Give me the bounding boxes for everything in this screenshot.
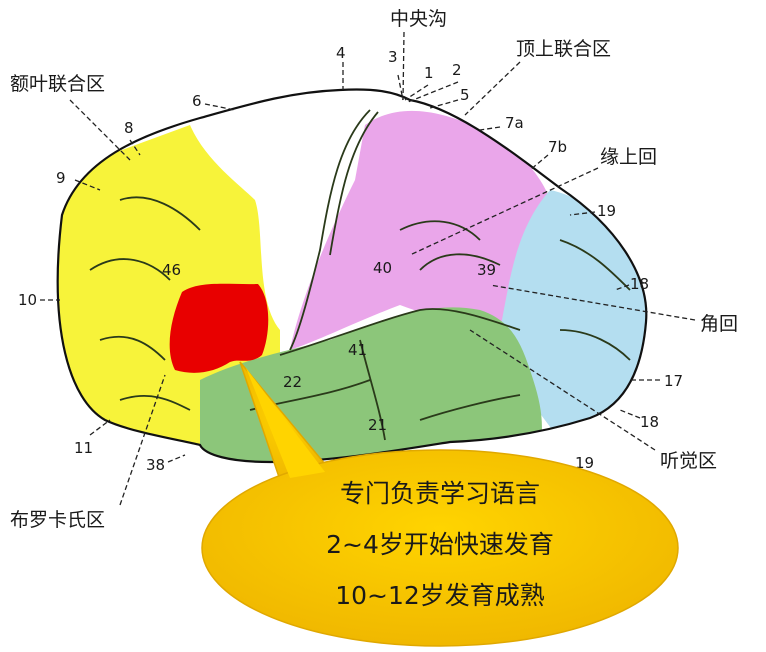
area-41: 41 <box>348 341 367 359</box>
label-central-sulcus: 中央沟 <box>390 8 447 30</box>
callout-bubble: 专门负责学习语言 2~4岁开始快速发育 10~12岁发育成熟 <box>201 361 679 647</box>
area-10: 10 <box>18 291 37 309</box>
brain-outline <box>56 88 648 464</box>
occipital-region <box>500 190 647 440</box>
label-broca: 布罗卡氏区 <box>10 509 105 531</box>
area-8: 8 <box>124 119 134 137</box>
area-21: 21 <box>368 416 387 434</box>
parietal-region <box>290 110 550 350</box>
area-19-top: 19 <box>597 202 616 220</box>
area-7a: 7a <box>505 114 524 132</box>
area-46: 46 <box>162 261 181 279</box>
callout-line-3: 10~12岁发育成熟 <box>335 581 545 610</box>
leader-lines <box>40 31 696 506</box>
area-4: 4 <box>336 44 346 62</box>
area-39: 39 <box>477 261 496 279</box>
broca-area <box>169 283 269 373</box>
area-18-bottom: 18 <box>640 413 659 431</box>
label-prefrontal: 额叶联合区 <box>10 73 105 95</box>
area-numbers: 4 3 1 2 5 6 8 9 10 11 38 46 7a 7b 19 40 … <box>18 44 683 474</box>
area-7b: 7b <box>548 138 567 156</box>
callout-line-1: 专门负责学习语言 <box>340 479 540 508</box>
area-17: 17 <box>664 372 683 390</box>
area-19-bottom: 19 <box>575 454 594 472</box>
callout-line-2: 2~4岁开始快速发育 <box>326 530 554 559</box>
area-6: 6 <box>192 92 202 110</box>
label-angular: 角回 <box>700 313 738 335</box>
area-18-top: 18 <box>630 275 649 293</box>
label-superior-parietal: 顶上联合区 <box>516 38 611 60</box>
area-1: 1 <box>424 64 434 82</box>
area-9: 9 <box>56 169 66 187</box>
area-40: 40 <box>373 259 392 277</box>
area-11: 11 <box>74 439 93 457</box>
area-22: 22 <box>283 373 302 391</box>
label-supramarginal: 缘上回 <box>600 146 657 168</box>
area-38: 38 <box>146 456 165 474</box>
label-auditory: 听觉区 <box>660 450 717 472</box>
area-2: 2 <box>452 61 462 79</box>
area-3: 3 <box>388 48 398 66</box>
area-5: 5 <box>460 86 470 104</box>
